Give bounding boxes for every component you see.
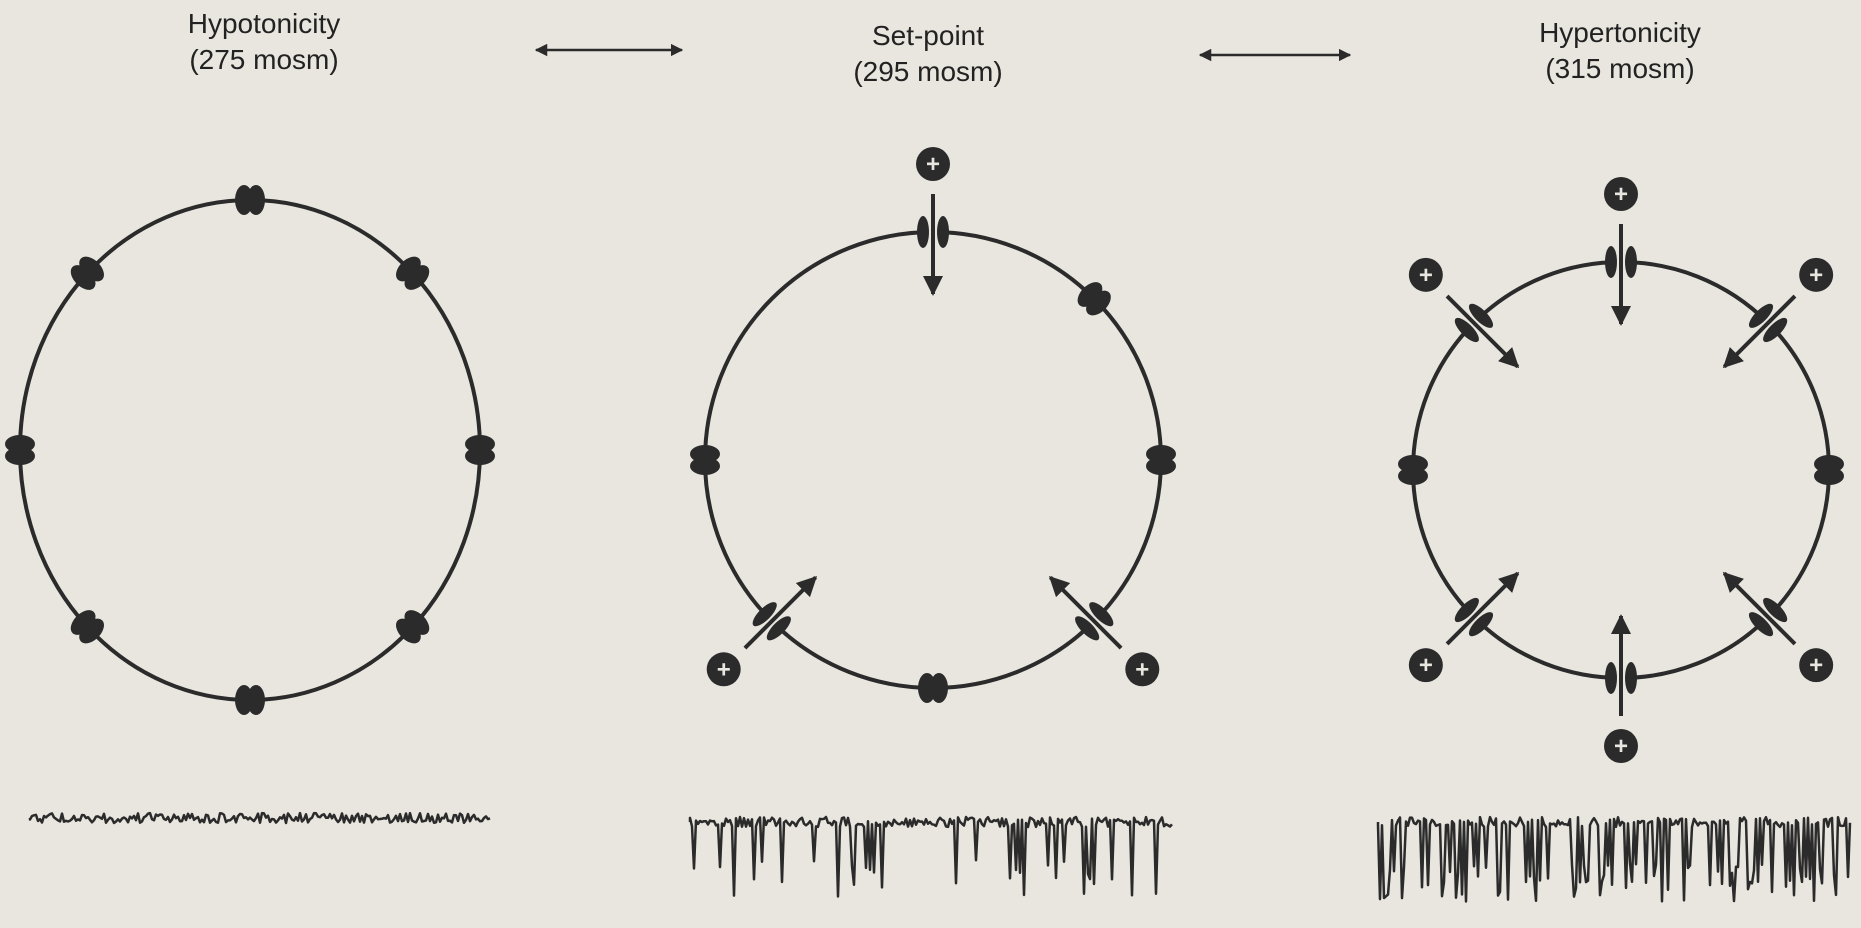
cation-plus-icon: + — [1408, 257, 1443, 292]
panel-title: Hypotonicity — [187, 8, 341, 39]
closed-channel-icon — [5, 435, 35, 465]
cation-plus-icon: + — [1604, 729, 1638, 763]
closed-channel-icon — [918, 673, 948, 703]
cation-plus-icon: + — [706, 652, 741, 687]
cation-influx-arrow — [1048, 575, 1123, 650]
cation-influx-arrow — [743, 575, 818, 650]
current-trace-hypotonicity — [28, 811, 491, 825]
channels-layer — [5, 185, 1844, 715]
svg-text:+: + — [1135, 656, 1149, 683]
panel-title: Hypertonicity — [1539, 17, 1701, 48]
cation-plus-icon: + — [916, 147, 950, 181]
panel-label-hypotonicity: Hypotonicity (275 mosm) — [84, 6, 444, 78]
cation-influx-arrow — [1722, 571, 1797, 646]
closed-channel-icon — [1146, 445, 1176, 475]
influx-arrows-layer: + + + + + + + + + — [706, 147, 1834, 763]
svg-text:+: + — [1809, 262, 1823, 289]
closed-channel-icon — [1077, 282, 1111, 316]
closed-channel-icon — [465, 435, 495, 465]
svg-text:+: + — [1614, 181, 1628, 208]
svg-text:+: + — [1614, 733, 1628, 760]
cation-plus-icon: + — [1125, 652, 1160, 687]
panel-osmolarity: (275 mosm) — [189, 44, 339, 75]
closed-channel-icon — [70, 256, 104, 290]
closed-channel-icon — [235, 685, 265, 715]
panel-label-hypertonicity: Hypertonicity (315 mosm) — [1440, 15, 1800, 87]
cation-influx-arrow — [1722, 294, 1797, 369]
current-traces-layer — [28, 811, 1852, 903]
svg-text:+: + — [1419, 262, 1433, 289]
closed-channel-icon — [1814, 455, 1844, 485]
panel-title: Set-point — [871, 20, 985, 51]
current-trace-set-point — [688, 815, 1173, 898]
cation-plus-icon: + — [1799, 648, 1834, 683]
cation-influx-arrow — [1445, 294, 1520, 369]
cation-plus-icon: + — [1604, 177, 1638, 211]
closed-channel-icon — [1398, 455, 1428, 485]
cation-influx-arrow — [1445, 571, 1520, 646]
svg-text:+: + — [926, 151, 940, 178]
svg-text:+: + — [1419, 652, 1433, 679]
closed-channel-icon — [396, 610, 430, 644]
svg-text:+: + — [1809, 652, 1823, 679]
closed-channel-icon — [70, 610, 104, 644]
closed-channel-icon — [690, 445, 720, 475]
svg-text:+: + — [717, 656, 731, 683]
panel-label-set-point: Set-point (295 mosm) — [748, 18, 1108, 90]
panel-osmolarity: (315 mosm) — [1545, 53, 1695, 84]
panel-osmolarity: (295 mosm) — [853, 56, 1003, 87]
current-trace-hypertonicity — [1376, 815, 1852, 903]
closed-channel-icon — [396, 256, 430, 290]
cation-plus-icon: + — [1799, 257, 1834, 292]
cation-plus-icon: + — [1408, 648, 1443, 683]
closed-channel-icon — [235, 185, 265, 215]
